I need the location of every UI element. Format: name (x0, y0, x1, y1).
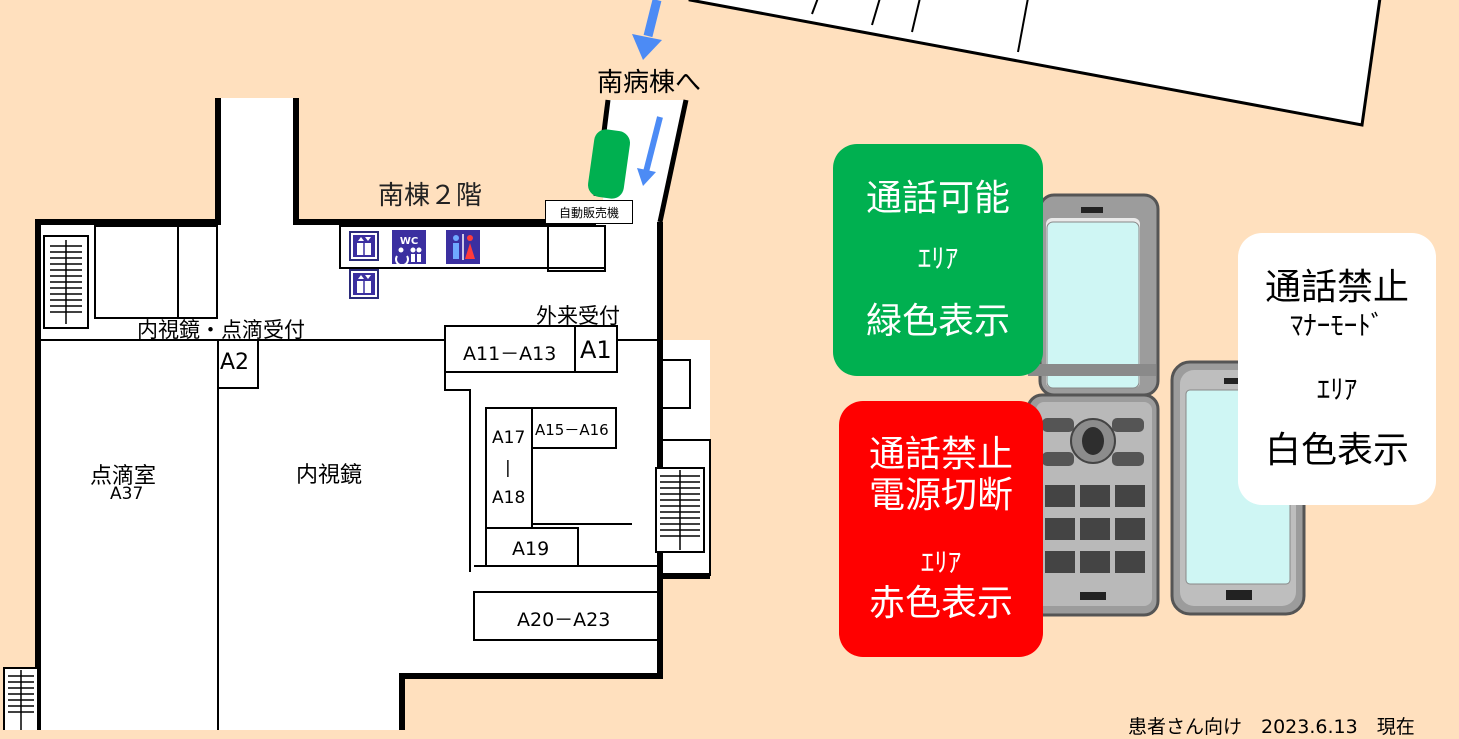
room-a15-a16: A15－A16 (535, 421, 609, 439)
room-a17-a18-separator: | (505, 458, 511, 478)
wc-accessible-icon: WC (392, 230, 426, 267)
legend-white-line2: ﾏﾅｰﾓｰﾄﾞ (1289, 311, 1385, 343)
legend-green-line1: 通話可能 (865, 177, 1010, 219)
legend-call-forbidden-power-off: 通話禁止 電源切断 ｴﾘｱ 赤色表示 (839, 401, 1043, 657)
legend-white-line3: ｴﾘｱ (1316, 375, 1358, 406)
endoscopy-drip-reception-label: 内視鏡・点滴受付 (137, 318, 305, 342)
drip-room-label: 点滴室 (90, 464, 157, 489)
interior-walls (38, 225, 711, 730)
room-a17: A17 (492, 428, 526, 448)
legend-green-line2: ｴﾘｱ (917, 244, 959, 276)
legend-white-line4: 白色表示 (1264, 429, 1409, 471)
vending-machine-label: 自動販売機 (545, 200, 633, 224)
north-building (688, 0, 1382, 127)
stairs-icon (43, 235, 89, 329)
legend-green-line3: 緑色表示 (865, 300, 1010, 342)
drip-room-code: A37 (110, 484, 144, 504)
to-south-ward-label: 南病棟へ (597, 68, 702, 98)
room-a2: A2 (220, 350, 250, 375)
svg-text:WC: WC (400, 236, 418, 247)
stairs-icon (3, 667, 39, 730)
legend-red-line4: 赤色表示 (868, 582, 1013, 624)
endoscopy-room-label: 内視鏡 (296, 463, 363, 488)
floor-title: 南棟２階 (378, 181, 483, 211)
footer-date-note: 患者さん向け 2023.6.13 現在 (1128, 716, 1415, 738)
legend-red-line1: 通話禁止 (868, 434, 1013, 476)
stairs-icon (655, 467, 705, 553)
elevator-icon (349, 269, 379, 299)
room-a19: A19 (512, 538, 550, 560)
restroom-icon (446, 230, 480, 264)
corridor-south-ward (587, 99, 689, 223)
room-a1: A1 (580, 336, 612, 364)
room-a20-a23: A20－A23 (517, 609, 611, 631)
flip-phone-icon (1026, 193, 1160, 617)
legend-red-line2: 電源切断 (868, 475, 1013, 517)
elevator-icon (349, 231, 379, 261)
arrow-icon (632, 0, 662, 60)
legend-call-forbidden-silent: 通話禁止 ﾏﾅｰﾓｰﾄﾞ ｴﾘｱ 白色表示 (1238, 233, 1436, 505)
legend-white-line1: 通話禁止 (1264, 266, 1409, 308)
outpatient-reception-label: 外来受付 (536, 304, 620, 328)
room-a11-a13: A11－A13 (463, 343, 557, 365)
legend-call-allowed: 通話可能 ｴﾘｱ 緑色表示 (833, 144, 1043, 376)
legend-red-line3: ｴﾘｱ (920, 547, 962, 579)
room-a18: A18 (492, 488, 526, 508)
